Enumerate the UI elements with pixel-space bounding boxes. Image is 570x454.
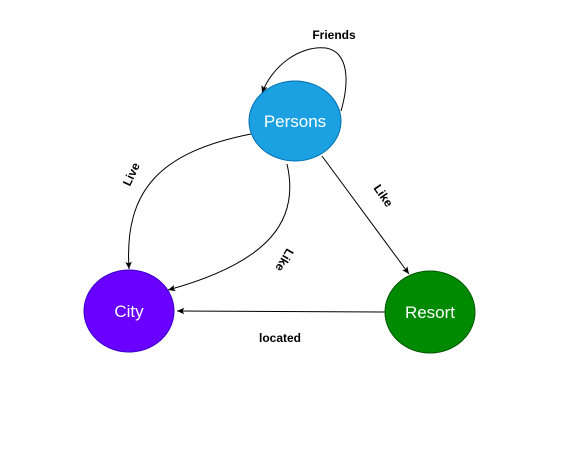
edge-live	[125, 133, 252, 270]
node-city-shape	[83, 269, 175, 353]
edge-located	[176, 307, 386, 315]
node-city[interactable]: City	[83, 269, 175, 353]
node-resort-label: Resort	[405, 303, 455, 322]
edge-like-resort	[321, 155, 410, 275]
edge-label-friends: Friends	[312, 28, 356, 42]
node-persons[interactable]: Persons	[248, 80, 342, 162]
edge-friends	[261, 47, 347, 112]
edge-label-located: located	[259, 331, 301, 345]
node-city-label: City	[114, 302, 144, 321]
edge-label-like-city: Like	[272, 246, 296, 274]
edge-label-live: Live	[120, 160, 143, 188]
node-resort[interactable]: Resort	[384, 270, 476, 354]
edge-like-city	[167, 163, 291, 292]
edge-label-like-resort: Like	[371, 182, 396, 210]
node-persons-shape	[248, 80, 342, 162]
node-resort-shape	[384, 270, 476, 354]
node-persons-label: Persons	[264, 112, 326, 131]
